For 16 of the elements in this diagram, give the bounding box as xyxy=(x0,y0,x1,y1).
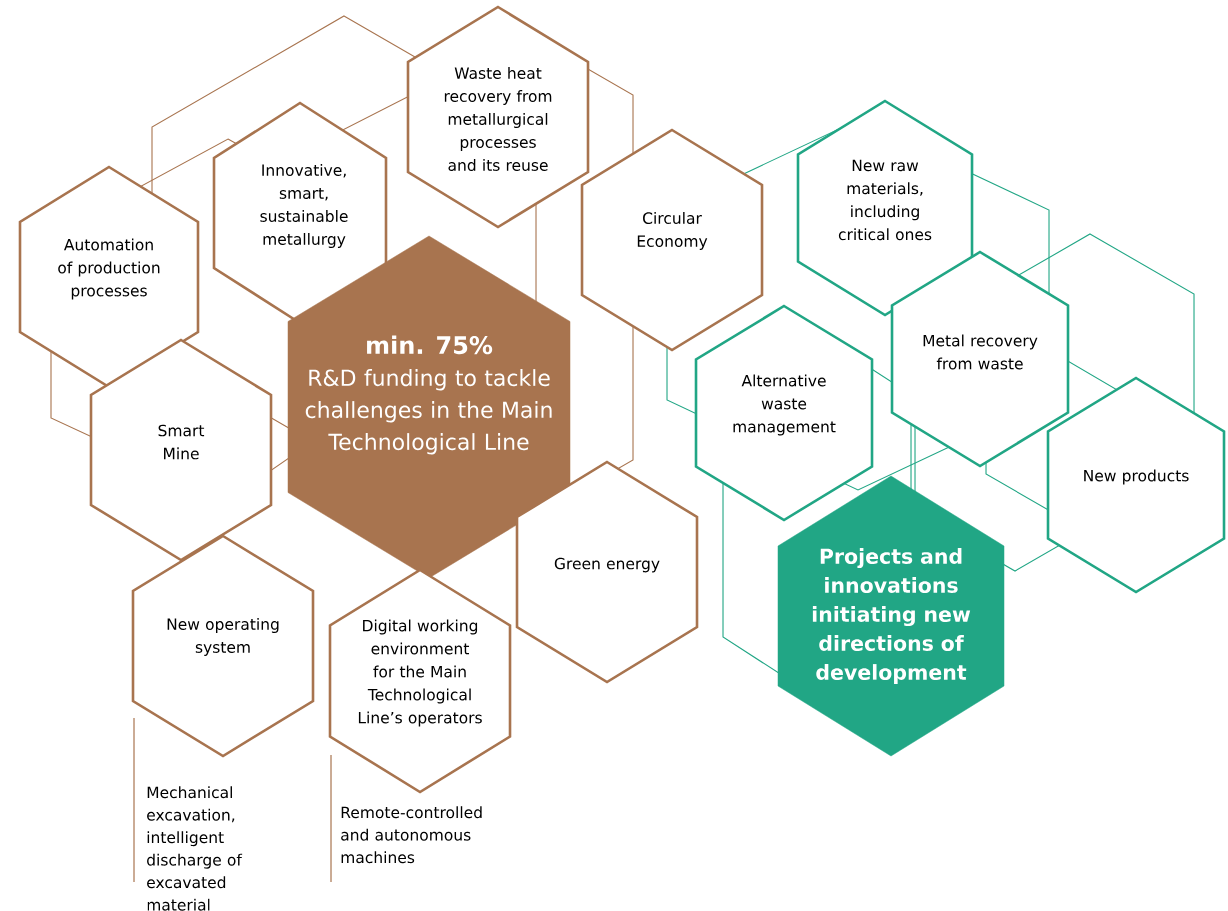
hexagon: Circular Economy xyxy=(580,128,764,352)
hexagon: Innovative, smart, sustainable metallurgy xyxy=(212,101,388,325)
hexagon: Automation of production processes xyxy=(18,165,200,389)
hexagon: Green energy xyxy=(515,460,699,684)
note-text: Remote-controlled and autonomous machines xyxy=(341,806,482,864)
hexagon: Smart Mine xyxy=(89,338,273,562)
hexagon: Waste heat recovery from metallurgical processes and its reuse xyxy=(406,5,590,229)
hexagon: Metal recovery from waste xyxy=(890,250,1070,468)
hexagon: New operating system xyxy=(131,534,315,758)
node-label: New products xyxy=(1084,469,1189,485)
hexagon: Alternative waste management xyxy=(694,304,874,522)
hexagon: Digital working environment for the Main Technological Line’s operators xyxy=(328,568,512,794)
hexagon: New raw materials, including critical ones xyxy=(796,99,974,317)
note-text: Mechanical excavation, intelligent discharge of excavated material xyxy=(147,786,243,911)
hexagon: New products xyxy=(1046,376,1226,594)
hexagon: Projects and innovations initiating new directions of development xyxy=(777,475,1005,757)
